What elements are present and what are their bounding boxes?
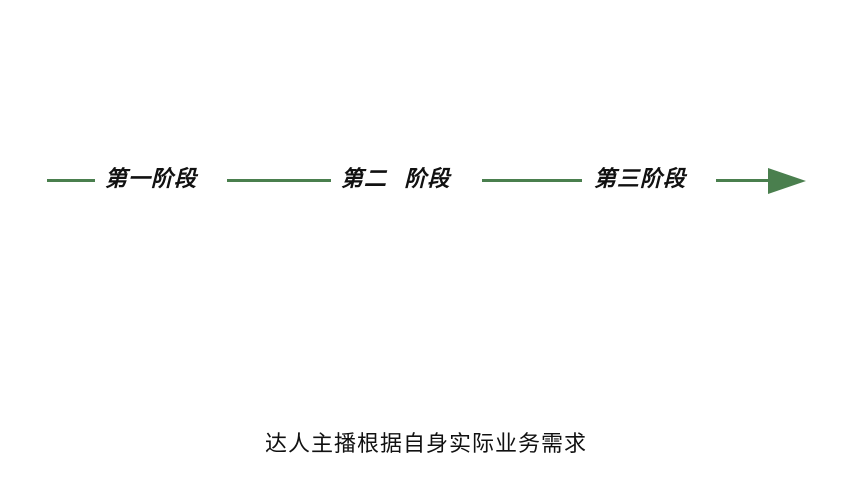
- timeline-line-segment: [227, 179, 331, 182]
- timeline-line-segment: [716, 179, 770, 182]
- timeline-line-segment: [47, 179, 95, 182]
- stage-label-3: 第三阶段: [594, 167, 687, 192]
- stage-label-2: 第二 阶段: [341, 167, 451, 192]
- arrow-head-icon: [768, 168, 806, 194]
- caption-text: 达人主播根据自身实际业务需求: [264, 432, 587, 457]
- timeline-line-segment: [482, 179, 582, 182]
- stage-label-1: 第一阶段: [105, 167, 198, 192]
